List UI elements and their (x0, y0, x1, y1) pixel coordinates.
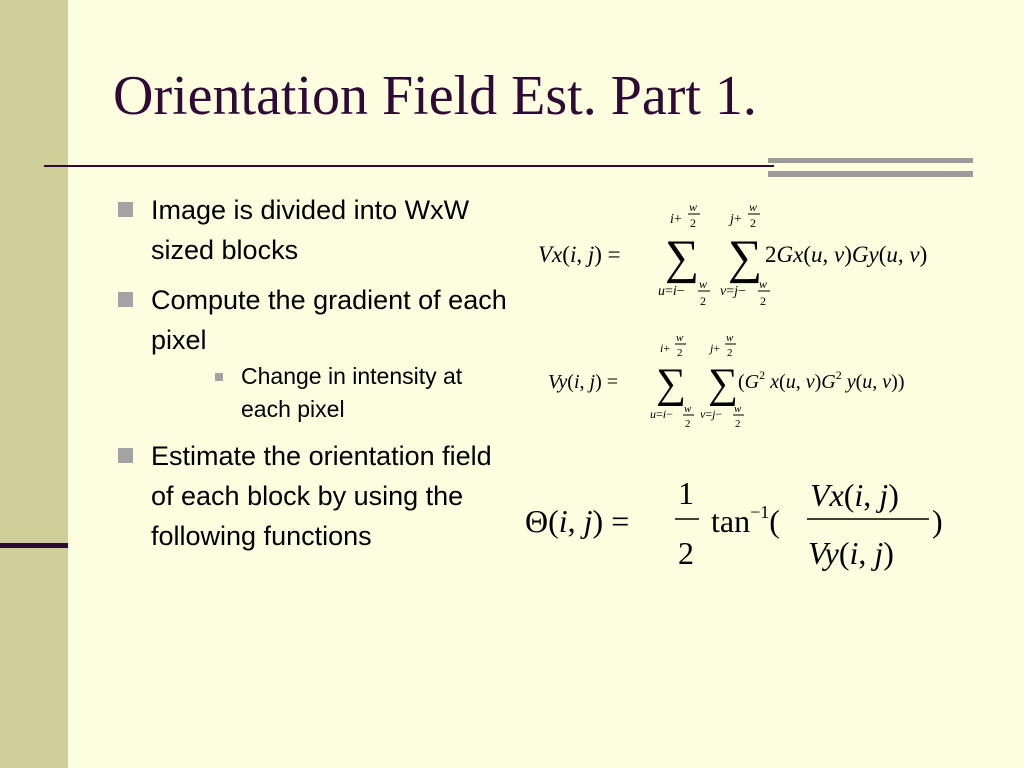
title-rule-gray-top (768, 158, 973, 163)
svg-text:w: w (689, 200, 697, 214)
svg-text:∑: ∑ (708, 361, 738, 407)
band-accent-line (0, 543, 68, 548)
formula-theta: Θ(i, j) = 1 2 tan−1( Vx(i, j) Vy(i, j) ) (525, 472, 955, 582)
svg-text:i+: i+ (670, 212, 682, 227)
svg-text:2: 2 (690, 216, 696, 230)
svg-text:2: 2 (700, 294, 706, 308)
svg-text:w: w (749, 200, 757, 214)
svg-text:(G2 x(u, v)G2 y(u, v)): (G2 x(u, v)G2 y(u, v)) (738, 368, 904, 393)
svg-text:∑: ∑ (728, 231, 762, 284)
svg-text:Vy(i, j): Vy(i, j) (808, 535, 894, 571)
bullet-list: Image is divided into WxW sized blocks C… (116, 190, 526, 556)
bullet-text: Compute the gradient of each pixel (151, 285, 507, 355)
small-square-bullet-icon (215, 373, 223, 381)
bullet-item: Image is divided into WxW sized blocks (116, 190, 491, 270)
sub-bullet-item: Change in intensity at each pixel (214, 360, 511, 426)
formula-vy: Vy(i, j) = i+ w 2 ∑ u=i− w 2 j+ w 2 ∑ v=… (548, 330, 968, 440)
svg-text:Vy(i, j) =: Vy(i, j) = (548, 371, 618, 393)
svg-text:2: 2 (727, 347, 733, 359)
svg-text:): ) (932, 503, 943, 539)
svg-text:2: 2 (677, 347, 683, 359)
svg-text:u=i−: u=i− (658, 284, 685, 299)
svg-text:2: 2 (760, 294, 766, 308)
bullet-item: Estimate the orientation field of each b… (116, 436, 521, 556)
title-rule (44, 165, 774, 167)
svg-text:Vx(i, j) =: Vx(i, j) = (538, 242, 621, 267)
bullet-text: Image is divided into WxW sized blocks (151, 195, 470, 265)
svg-text:Vx(i, j): Vx(i, j) (810, 477, 899, 513)
left-band (0, 0, 68, 768)
title-rule-gray-bottom (768, 171, 973, 177)
bullet-text: Estimate the orientation field of each b… (151, 441, 492, 551)
formula-vx: Vx(i, j) = i+ w 2 ∑ u=i− w 2 j+ w 2 ∑ v=… (538, 195, 983, 315)
svg-text:Θ(i, j) =: Θ(i, j) = (525, 503, 629, 539)
svg-text:i+: i+ (660, 341, 670, 355)
bullet-item: Compute the gradient of each pixel (116, 280, 531, 360)
svg-text:2: 2 (750, 216, 756, 230)
svg-text:2: 2 (685, 418, 691, 430)
svg-text:w: w (699, 277, 707, 291)
svg-text:2: 2 (678, 535, 694, 571)
svg-text:v=j−: v=j− (720, 284, 746, 299)
svg-text:w: w (734, 403, 742, 415)
square-bullet-icon (118, 202, 133, 217)
svg-text:∑: ∑ (656, 361, 686, 407)
svg-text:w: w (726, 332, 734, 344)
svg-text:j+: j+ (708, 341, 720, 355)
svg-text:j+: j+ (728, 212, 742, 227)
svg-text:w: w (759, 277, 767, 291)
slide-title: Orientation Field Est. Part 1. (113, 65, 757, 127)
svg-text:1: 1 (678, 475, 694, 511)
svg-text:u=i−: u=i− (650, 407, 673, 421)
svg-text:tan−1(: tan−1( (711, 502, 780, 539)
svg-text:2Gx(u, v)Gy(u, v): 2Gx(u, v)Gy(u, v) (765, 242, 927, 267)
svg-text:∑: ∑ (665, 231, 699, 284)
svg-text:w: w (684, 403, 692, 415)
svg-text:2: 2 (735, 418, 741, 430)
svg-text:w: w (676, 332, 684, 344)
svg-text:v=j−: v=j− (700, 407, 722, 421)
square-bullet-icon (118, 292, 133, 307)
sub-bullet-text: Change in intensity at each pixel (241, 363, 463, 422)
square-bullet-icon (118, 448, 133, 463)
